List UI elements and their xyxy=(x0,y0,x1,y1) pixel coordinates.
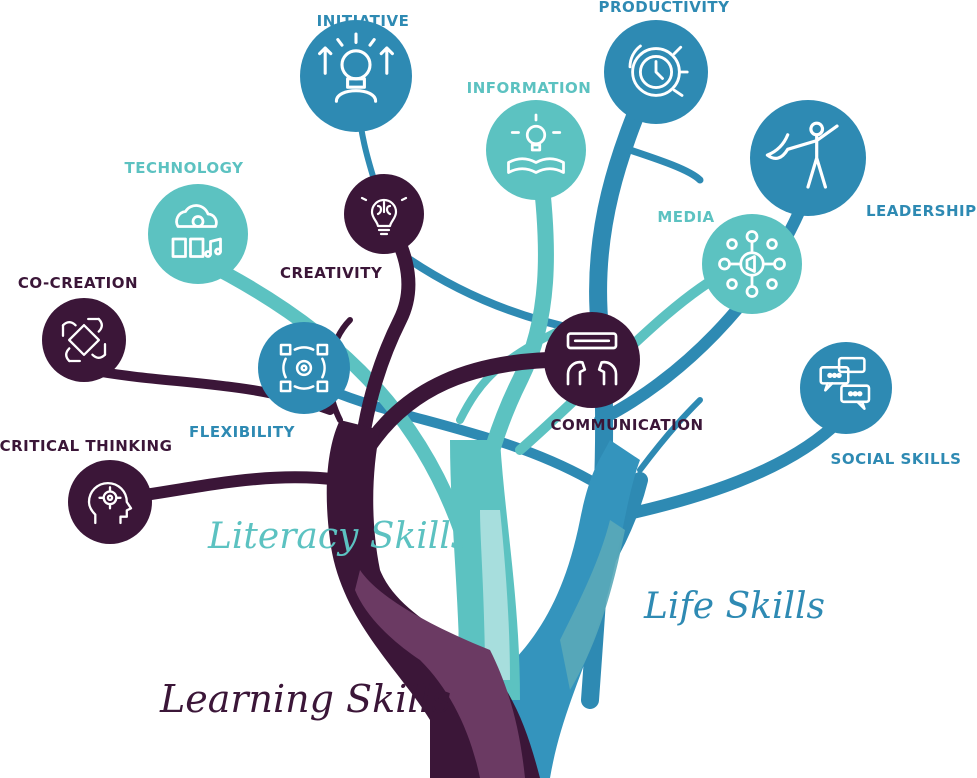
skill-node-communication: COMMUNICATION xyxy=(544,312,704,434)
skill-node-initiative: INITIATIVE xyxy=(300,12,412,132)
megaphone-network-icon xyxy=(718,230,786,298)
skill-circle-leadership xyxy=(750,100,866,216)
skill-node-flexibility: FLEXIBILITY xyxy=(189,322,350,441)
group-labels: Literacy Skills Life Skills Learning Ski… xyxy=(159,516,825,721)
life-skills-label: Life Skills xyxy=(643,586,825,627)
skill-label-leadership: LEADERSHIP xyxy=(866,202,977,220)
skill-label-communication: COMMUNICATION xyxy=(551,416,704,434)
skill-circle-media xyxy=(702,214,802,314)
skill-node-creativity: CREATIVITY xyxy=(280,174,424,282)
joined-hands-icon xyxy=(61,317,107,363)
skill-circle-initiative xyxy=(300,20,412,132)
skill-node-information: INFORMATION xyxy=(467,79,592,200)
skill-node-media: MEDIA xyxy=(657,208,802,314)
branch-right-tip xyxy=(637,397,703,473)
clock-gear-icon xyxy=(628,44,689,97)
skill-label-technology: TECHNOLOGY xyxy=(125,159,245,177)
cloud-devices-icon xyxy=(171,204,222,258)
skill-circle-criticalthinking xyxy=(68,460,152,544)
skill-node-technology: TECHNOLOGY xyxy=(125,159,248,284)
brain-bulb-icon xyxy=(360,196,408,236)
skill-node-criticalthinking: CRITICAL THINKING xyxy=(0,437,172,544)
skill-label-socialskills: SOCIAL SKILLS xyxy=(831,450,962,468)
skill-label-initiative: INITIATIVE xyxy=(317,12,410,30)
skill-circle-creativity xyxy=(344,174,424,254)
book-lightbulb-icon xyxy=(507,113,565,174)
skill-label-criticalthinking: CRITICAL THINKING xyxy=(0,437,172,455)
skill-node-socialskills: SOCIAL SKILLS xyxy=(800,342,961,468)
branch-productivity-tip xyxy=(626,146,704,184)
skill-node-cocreation: CO-CREATION xyxy=(18,274,138,382)
skill-circle-socialskills xyxy=(800,342,892,434)
trunk-life-highlight xyxy=(560,520,625,690)
trunk-literacy-highlight xyxy=(480,510,510,680)
literacy-skills-label: Literacy Skills xyxy=(207,516,469,557)
branch-communication-blue xyxy=(406,256,584,334)
skill-label-productivity: PRODUCTIVITY xyxy=(598,0,730,16)
superhero-icon xyxy=(765,121,839,189)
trunk-learning-highlight xyxy=(355,570,525,778)
skill-circle-cocreation xyxy=(42,298,126,382)
skill-nodes: INITIATIVE PRODUCTIVITY INFORMATION TECHNOL… xyxy=(0,0,977,544)
skill-node-productivity: PRODUCTIVITY xyxy=(598,0,730,124)
skill-label-flexibility: FLEXIBILITY xyxy=(189,423,296,441)
chat-bubbles-icon xyxy=(819,356,871,410)
skill-circle-flexibility xyxy=(258,322,350,414)
learning-skills-label: Learning Skills xyxy=(159,677,451,721)
skill-label-media: MEDIA xyxy=(657,208,714,226)
skill-label-cocreation: CO-CREATION xyxy=(18,274,138,292)
trunks xyxy=(326,420,640,778)
cycle-gear-icon xyxy=(279,343,329,393)
skill-label-creativity: CREATIVITY xyxy=(280,264,383,282)
skill-circle-communication xyxy=(544,312,640,408)
talking-heads-icon xyxy=(566,332,618,386)
skill-node-leadership: LEADERSHIP xyxy=(750,100,977,220)
branch-flexibility-blue xyxy=(325,385,595,485)
lightbulb-head-icon xyxy=(318,32,394,103)
skill-circle-technology xyxy=(148,184,248,284)
skill-label-information: INFORMATION xyxy=(467,79,592,97)
head-gear-icon xyxy=(87,481,133,525)
